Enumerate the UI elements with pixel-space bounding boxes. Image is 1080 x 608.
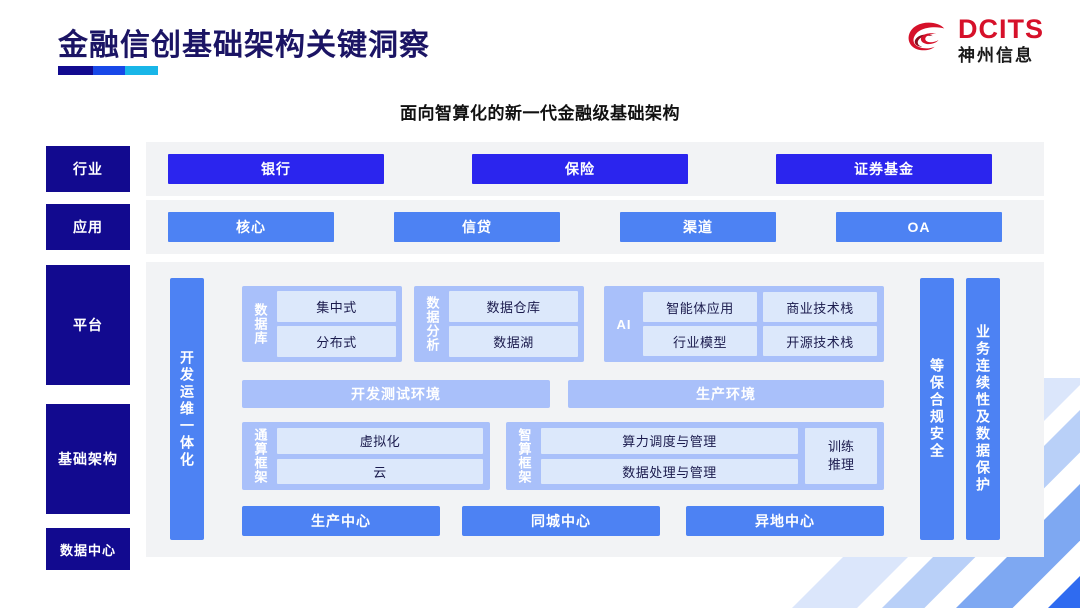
industry-row: 银行 保险 证券基金 (146, 142, 1044, 196)
train-label: 训练 (827, 439, 854, 455)
column-security-compliance[interactable]: 等保合规安全 (920, 278, 954, 540)
column-business-continuity[interactable]: 业务连续性及数据保护 (966, 278, 1000, 540)
center-chip-metro[interactable]: 同城中心 (462, 506, 660, 536)
cell-compute-scheduling[interactable]: 算力调度与管理 (541, 428, 798, 454)
env-bar-dev-test[interactable]: 开发测试环境 (242, 380, 550, 408)
logo-text-en: DCITS (958, 14, 1044, 44)
group-ai: AI 智能体应用 行业模型 商业技术栈 开源技术栈 (604, 286, 884, 362)
center-chip-remote[interactable]: 异地中心 (686, 506, 884, 536)
group-label-data-analysis: 数据分析 (424, 296, 440, 352)
cell-distributed[interactable]: 分布式 (277, 326, 396, 357)
brand-logo: DCITS 神州信息 (904, 16, 1044, 64)
cell-centralized[interactable]: 集中式 (277, 291, 396, 322)
layer-label-application: 应用 (46, 204, 130, 250)
application-chip-channel[interactable]: 渠道 (620, 212, 776, 242)
cell-data-warehouse[interactable]: 数据仓库 (449, 291, 578, 322)
application-chip-oa[interactable]: OA (836, 212, 1002, 242)
page-subtitle: 面向智算化的新一代金融级基础架构 (400, 104, 680, 123)
framework-label-general: 通算框架 (252, 428, 268, 484)
cell-industry-model[interactable]: 行业模型 (643, 326, 757, 356)
cell-opensource-stack[interactable]: 开源技术栈 (763, 326, 877, 356)
application-row: 核心 信贷 渠道 OA (146, 200, 1044, 254)
cell-cloud[interactable]: 云 (277, 458, 483, 484)
group-data-analysis: 数据分析 数据仓库 数据湖 (414, 286, 584, 362)
application-chip-core[interactable]: 核心 (168, 212, 334, 242)
platform-infrastructure-panel: 开发运维一体化 数据库 集中式 分布式 数据分析 数据仓库 数据湖 AI 智能体… (146, 262, 1044, 557)
group-database: 数据库 集中式 分布式 (242, 286, 402, 362)
env-bar-production[interactable]: 生产环境 (568, 380, 884, 408)
inference-label: 推理 (827, 457, 854, 472)
layer-label-datacenter: 数据中心 (46, 528, 130, 570)
cell-agent-application[interactable]: 智能体应用 (643, 292, 757, 322)
page-title: 金融信创基础架构关键洞察 (58, 29, 430, 62)
application-chip-credit[interactable]: 信贷 (394, 212, 560, 242)
group-label-ai: AI (616, 316, 632, 332)
industry-chip-securities[interactable]: 证券基金 (776, 154, 992, 184)
framework-general-compute: 通算框架 虚拟化 云 (242, 422, 490, 490)
devops-column[interactable]: 开发运维一体化 (170, 278, 204, 540)
framework-intelligent-compute: 智算框架 算力调度与管理 数据处理与管理 训练 推理 (506, 422, 884, 490)
industry-chip-insurance[interactable]: 保险 (472, 154, 688, 184)
cell-commercial-stack[interactable]: 商业技术栈 (763, 292, 877, 322)
swoosh-logo-icon (904, 17, 950, 63)
industry-chip-bank[interactable]: 银行 (168, 154, 384, 184)
title-accent-bar (58, 66, 158, 75)
group-label-database: 数据库 (252, 303, 268, 345)
layer-label-platform: 平台 (46, 265, 130, 385)
logo-text-cn: 神州信息 (958, 46, 1034, 65)
cell-data-processing[interactable]: 数据处理与管理 (541, 458, 798, 484)
cell-virtualization[interactable]: 虚拟化 (277, 428, 483, 454)
framework-label-intelligent: 智算框架 (516, 428, 532, 484)
cell-train-inference[interactable]: 训练 推理 (805, 428, 877, 484)
layer-label-industry: 行业 (46, 146, 130, 192)
cell-data-lake[interactable]: 数据湖 (449, 326, 578, 357)
layer-label-infrastructure: 基础架构 (46, 404, 130, 514)
center-chip-production[interactable]: 生产中心 (242, 506, 440, 536)
